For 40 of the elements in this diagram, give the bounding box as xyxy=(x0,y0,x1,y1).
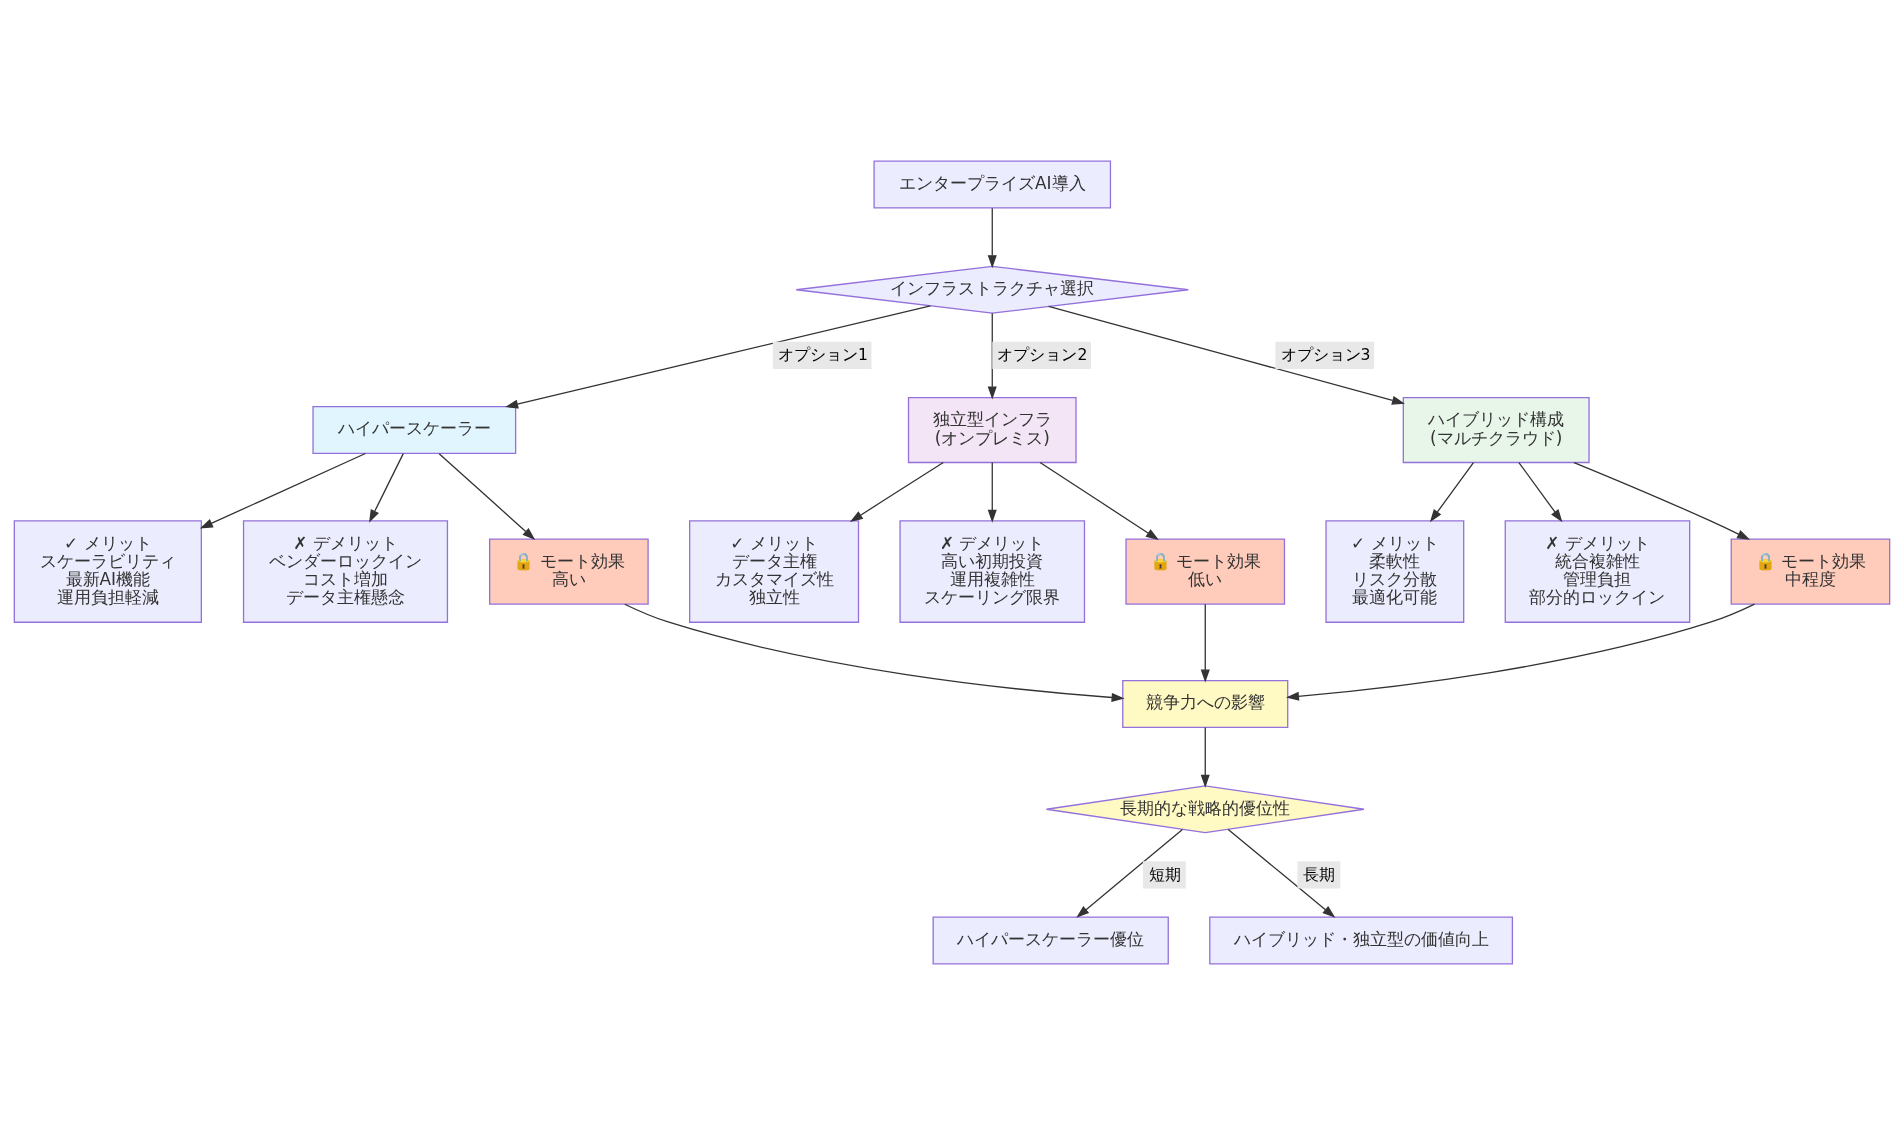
arrow xyxy=(505,304,932,408)
arrow xyxy=(1227,828,1336,918)
arrow xyxy=(987,461,997,523)
edge-label: オプション1 xyxy=(777,345,868,364)
node-box: ✗ デメリット 統合複雑性 管理負担 部分的ロックイン xyxy=(1504,519,1691,623)
arrow xyxy=(987,207,997,268)
node-box: ✗ デメリット 高い初期投資 運用複雑性 スケーリング限界 xyxy=(899,519,1086,623)
arrow xyxy=(624,603,1125,702)
edge-label: オプション3 xyxy=(1280,345,1371,364)
arrow xyxy=(1518,461,1563,522)
arrow xyxy=(849,461,944,522)
node-diamond: 長期的な戦略的優位性 xyxy=(1045,784,1365,833)
node-box: 競争力への影響 xyxy=(1122,679,1289,728)
node-box: エンタープライズAI導入 xyxy=(873,160,1112,209)
node-box: ハイパースケーラー優位 xyxy=(932,915,1169,964)
arrow xyxy=(1200,603,1210,683)
arrow xyxy=(1039,461,1159,540)
arrow xyxy=(1573,461,1751,540)
edge-label: 長期 xyxy=(1303,865,1336,884)
node-box: 🔒 モート効果 高い xyxy=(489,537,649,605)
arrow xyxy=(1047,305,1405,405)
node-box: ハイブリッド・独立型の価値向上 xyxy=(1209,915,1514,964)
node-diamond: インフラストラクチャ選択 xyxy=(795,265,1189,314)
arrow xyxy=(1200,726,1210,788)
arrow xyxy=(1429,461,1475,522)
node-box: ハイパースケーラー xyxy=(312,405,517,454)
node-box: ✗ デメリット ベンダーロックイン コスト増加 データ主権懸念 xyxy=(242,519,449,623)
arrow xyxy=(1286,603,1756,701)
node-box: ハイブリッド構成 (マルチクラウド) xyxy=(1402,396,1590,463)
edge-label: 短期 xyxy=(1148,865,1181,884)
node-box: ✓ メリット データ主権 カスタマイズ性 独立性 xyxy=(689,519,860,623)
node-box: 🔒 モート効果 中程度 xyxy=(1730,537,1891,605)
node-box: 独立型インフラ (オンプレミス) xyxy=(907,396,1077,463)
node-box: ✓ メリット 柔軟性 リスク分散 最適化可能 xyxy=(1325,519,1465,623)
node-box: 🔒 モート効果 低い xyxy=(1125,537,1286,605)
node-box: ✓ メリット スケーラビリティ 最新AI機能 運用負担軽減 xyxy=(13,519,202,623)
edge-label: オプション2 xyxy=(997,345,1088,364)
arrow xyxy=(438,452,536,540)
arrow xyxy=(369,452,404,523)
arrow xyxy=(199,452,367,529)
